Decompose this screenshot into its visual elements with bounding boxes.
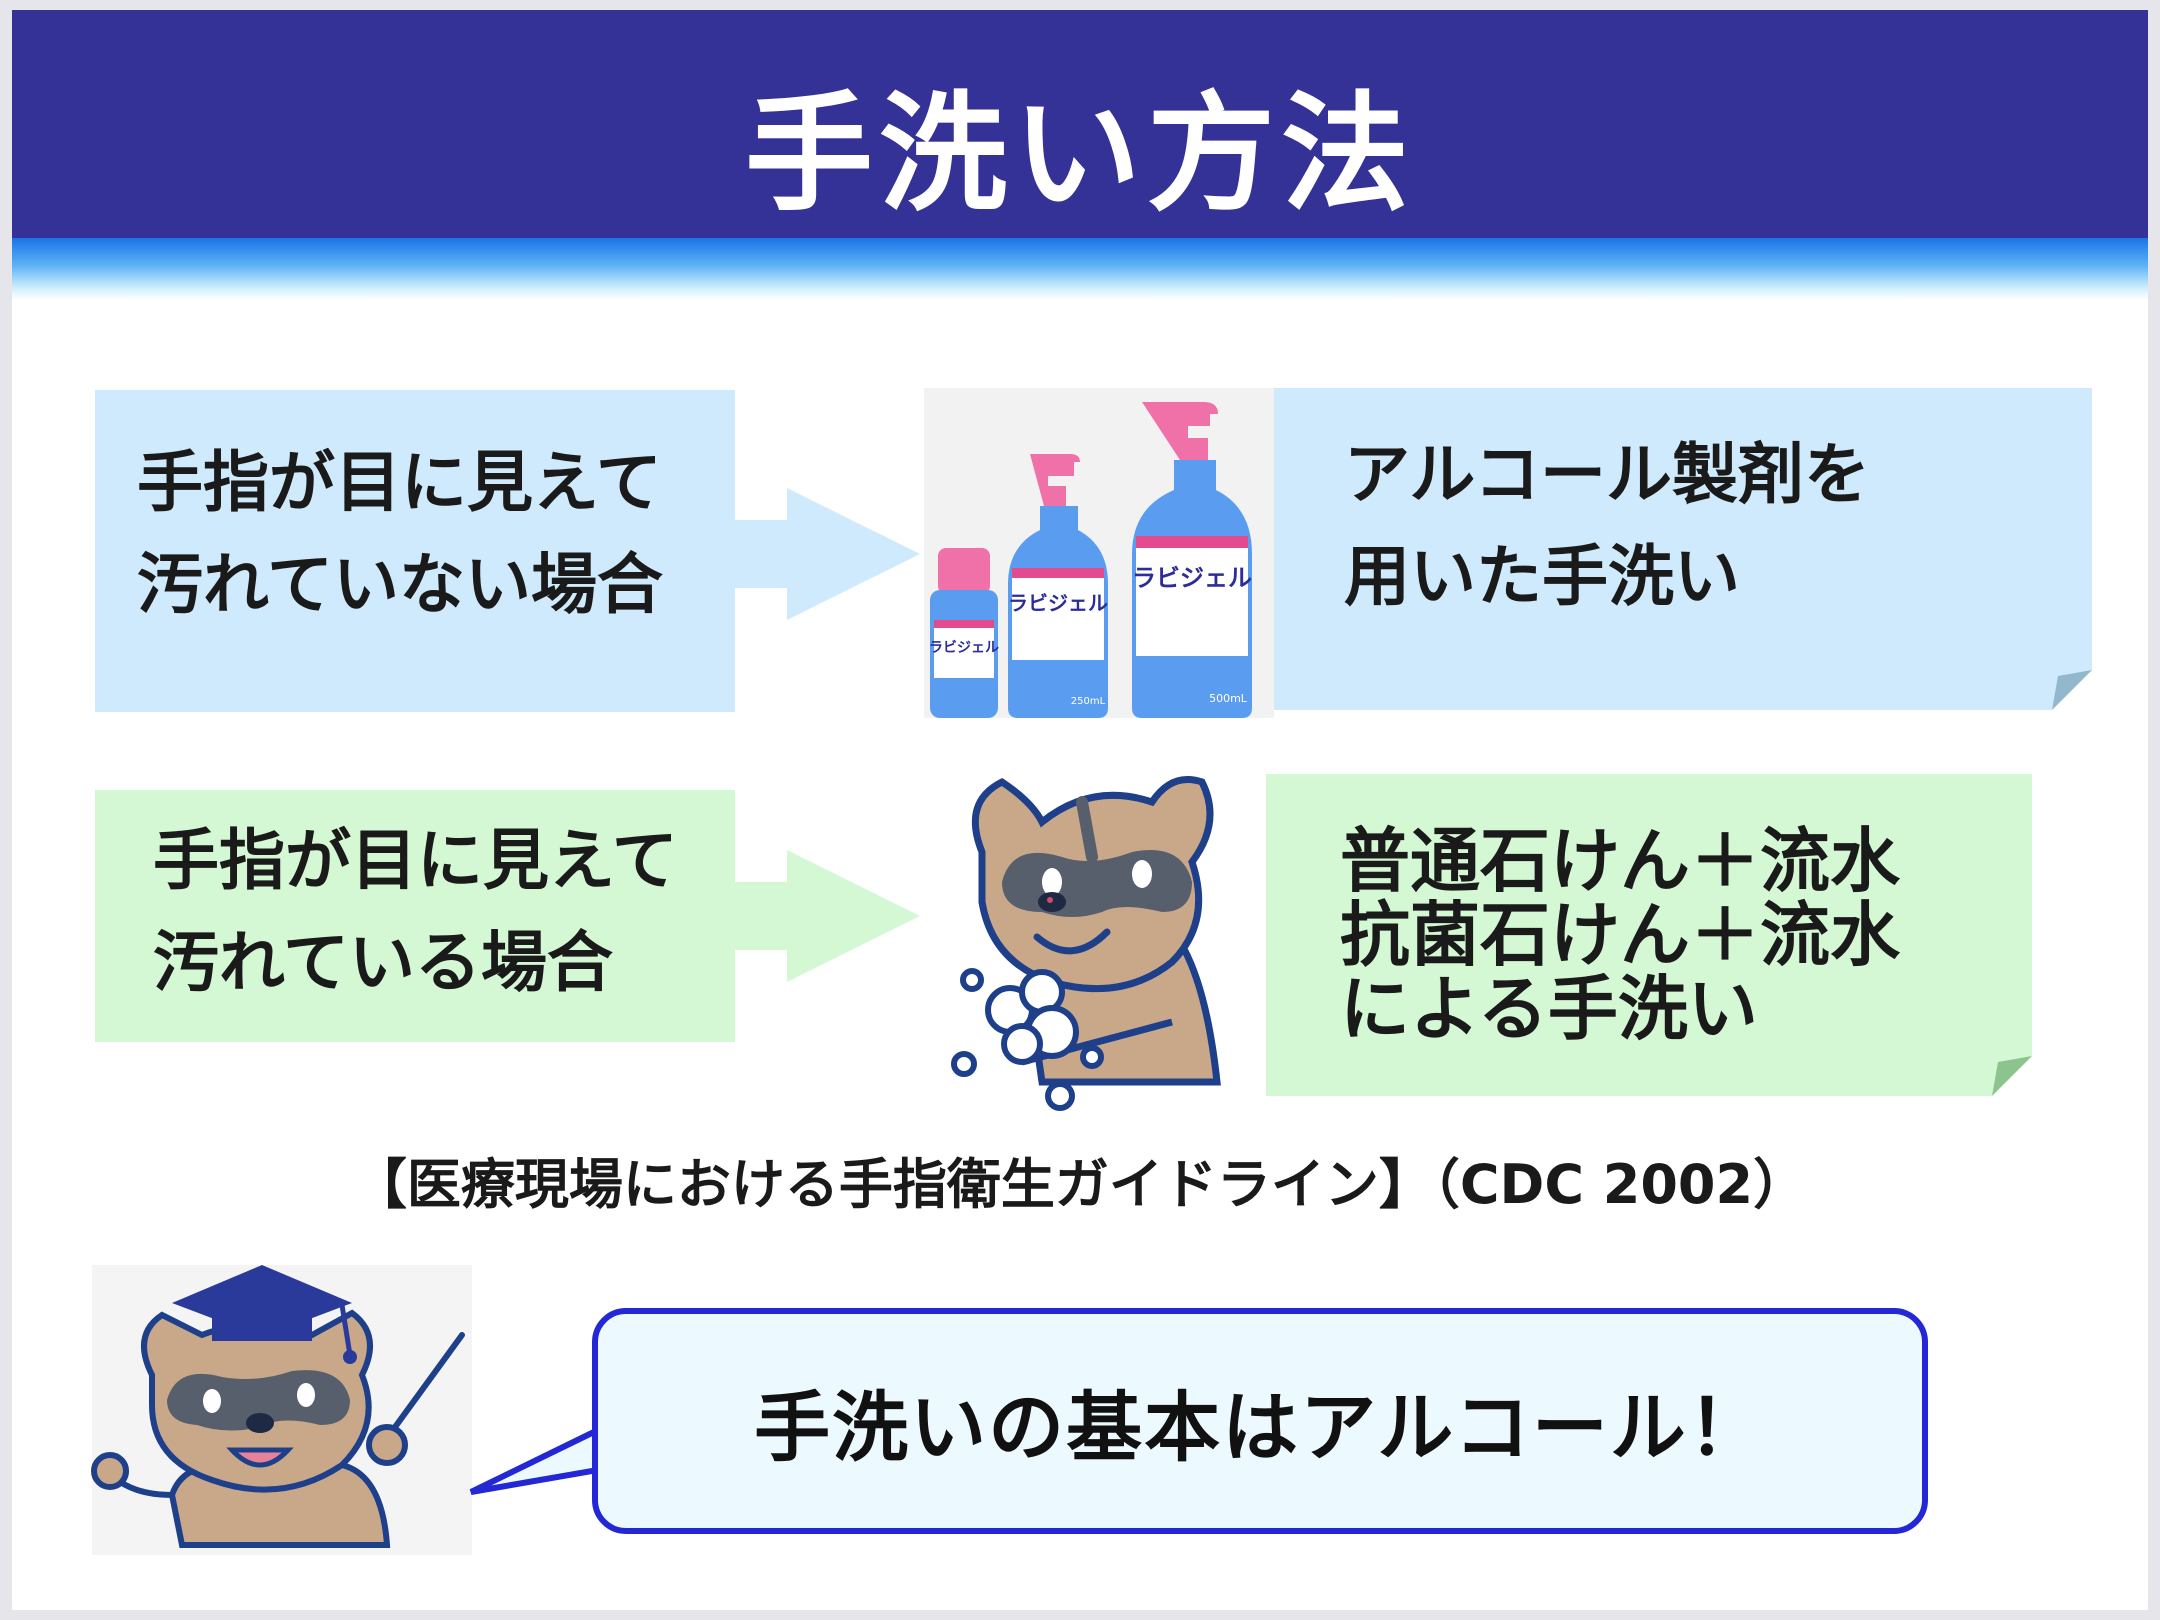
speech-bubble-tail [469,1425,607,1495]
speech-bubble-text: 手洗いの基本はアルコール！ [754,1383,1766,1472]
header-bar [12,10,2148,238]
bottle-large-icon: ラビジェル 500mL [1132,402,1252,718]
condition-box-dirty: 手指が目に見えて 汚れている場合 [95,790,735,1042]
method-box-soap: 普通石けん＋流水 抗菌石けん＋流水 による手洗い [1266,774,2032,1096]
slide: 手洗い方法 手指が目に見えて 汚れていない場合 ラビジェル ラビジェル 250m… [12,10,2148,1610]
condition-box-clean: 手指が目に見えて 汚れていない場合 [95,390,735,712]
speech-bubble: 手洗いの基本はアルコール！ [592,1308,1928,1534]
bottle-small-icon: ラビジェル [929,548,999,718]
raccoon-washing-hands-icon [951,776,1221,1111]
condition-line: 汚れていない場合 [137,546,664,623]
bottle-large-size: 500mL [1209,692,1248,705]
folded-corner [1992,1056,2032,1096]
condition-line: 手指が目に見えて [153,822,678,899]
condition-line: 汚れている場合 [153,924,614,1001]
method-line: による手洗い [1340,968,1758,1050]
folded-corner [2052,670,2092,710]
method-line: アルコール製剤を [1344,436,1871,513]
bottle-medium-size: 250mL [1071,696,1106,707]
bottle-medium-icon: ラビジェル 250mL [1008,454,1108,718]
page-title: 手洗い方法 [744,80,1415,229]
method-box-alcohol: アルコール製剤を 用いた手洗い [1274,388,2092,710]
citation: 【医療現場における手指衛生ガイドライン】（CDC 2002） [352,1153,1808,1216]
condition-line: 手指が目に見えて [137,444,662,521]
method-line: 普通石けん＋流水 [1340,820,1900,902]
bottle-medium-label: ラビジェル [1008,591,1108,615]
bottle-large-label: ラビジェル [1132,564,1252,592]
raccoon-teacher-icon [91,1265,472,1555]
arrow-right-icon [735,488,920,620]
method-line: 抗菌石けん＋流水 [1340,894,1900,976]
bottle-small-label: ラビジェル [929,640,999,656]
arrow-right-icon [735,850,920,982]
method-line: 用いた手洗い [1344,538,1740,615]
product-photo: ラビジェル ラビジェル 250mL ラビジェル 500mL [924,388,1274,718]
header-gradient [12,238,2148,300]
